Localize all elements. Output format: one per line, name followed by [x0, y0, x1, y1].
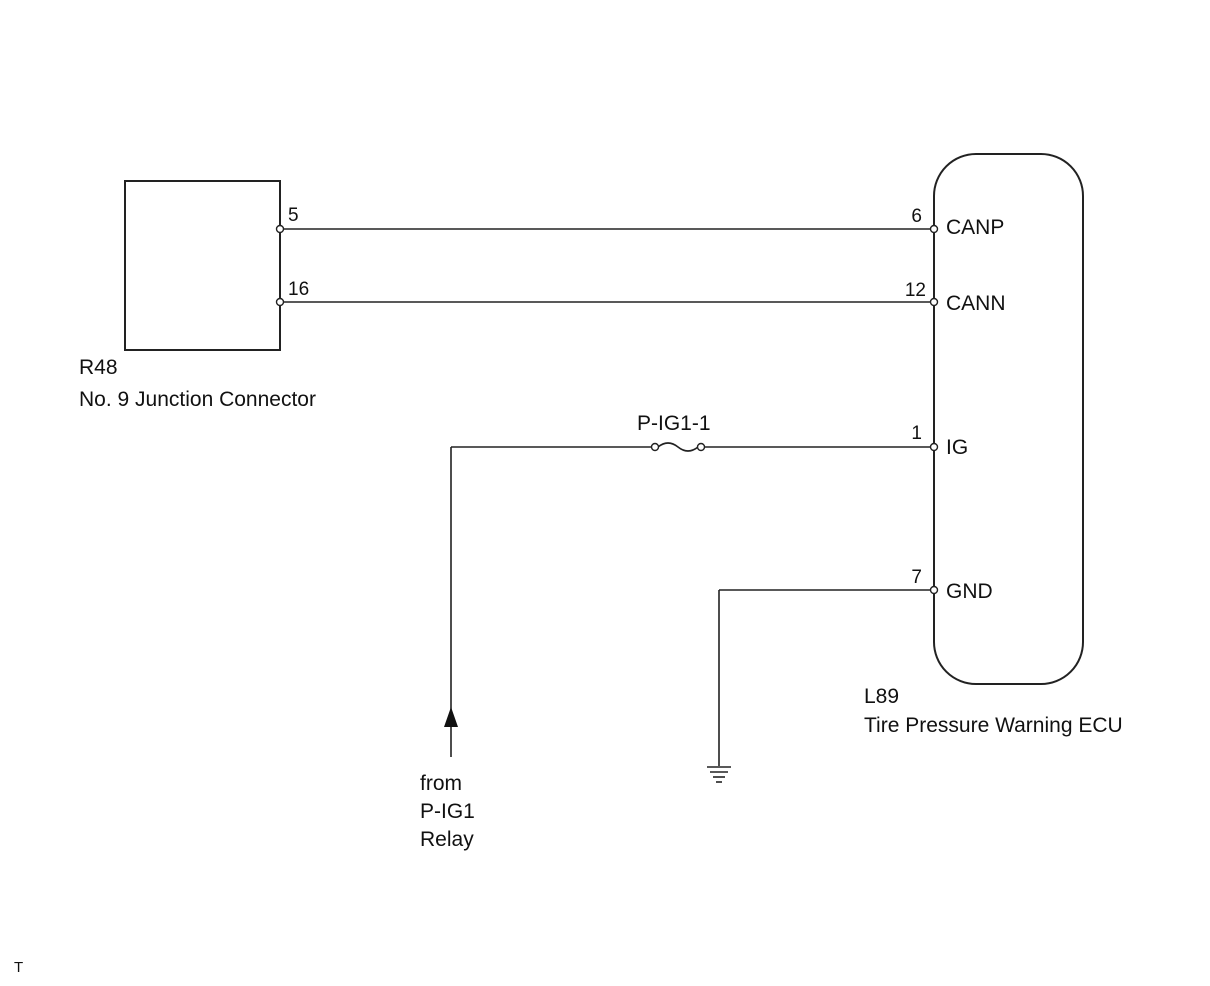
- fuse-element: [657, 442, 699, 452]
- ground-symbol-icon: [707, 766, 731, 783]
- power-source-line-1: from: [420, 772, 462, 795]
- fuse-label: P-IG1-1: [637, 412, 711, 435]
- ecu-terminal-gnd: [929, 585, 939, 595]
- junction-connector-code: R48: [79, 356, 118, 379]
- ecu-terminal-cann: [929, 297, 939, 307]
- ecu-terminal-canp: [929, 224, 939, 234]
- ecu-body: [933, 153, 1084, 685]
- ecu-signal-gnd: GND: [946, 580, 993, 603]
- fuse-terminal-right: [696, 442, 706, 452]
- power-source-line-2: P-IG1: [420, 800, 475, 823]
- corner-mark: T: [14, 959, 23, 976]
- power-arrow-icon: [444, 707, 458, 727]
- ecu-pin-gnd-number: 7: [911, 567, 922, 588]
- r48-pin-16-label: 16: [288, 279, 309, 300]
- ecu-pin-ig-number: 1: [911, 423, 922, 444]
- r48-terminal-5: [275, 224, 285, 234]
- ecu-pin-cann-number: 12: [905, 280, 926, 301]
- junction-connector-box: [124, 180, 281, 351]
- ecu-terminal-ig: [929, 442, 939, 452]
- ecu-signal-canp: CANP: [946, 216, 1004, 239]
- ecu-signal-cann: CANN: [946, 292, 1006, 315]
- ecu-signal-ig: IG: [946, 436, 968, 459]
- junction-connector-name: No. 9 Junction Connector: [79, 388, 316, 411]
- r48-terminal-16: [275, 297, 285, 307]
- fuse-terminal-left: [650, 442, 660, 452]
- r48-pin-5-label: 5: [288, 205, 299, 226]
- power-source-line-3: Relay: [420, 828, 474, 851]
- ecu-name: Tire Pressure Warning ECU: [864, 714, 1123, 737]
- ecu-code: L89: [864, 685, 899, 708]
- ecu-pin-canp-number: 6: [911, 206, 922, 227]
